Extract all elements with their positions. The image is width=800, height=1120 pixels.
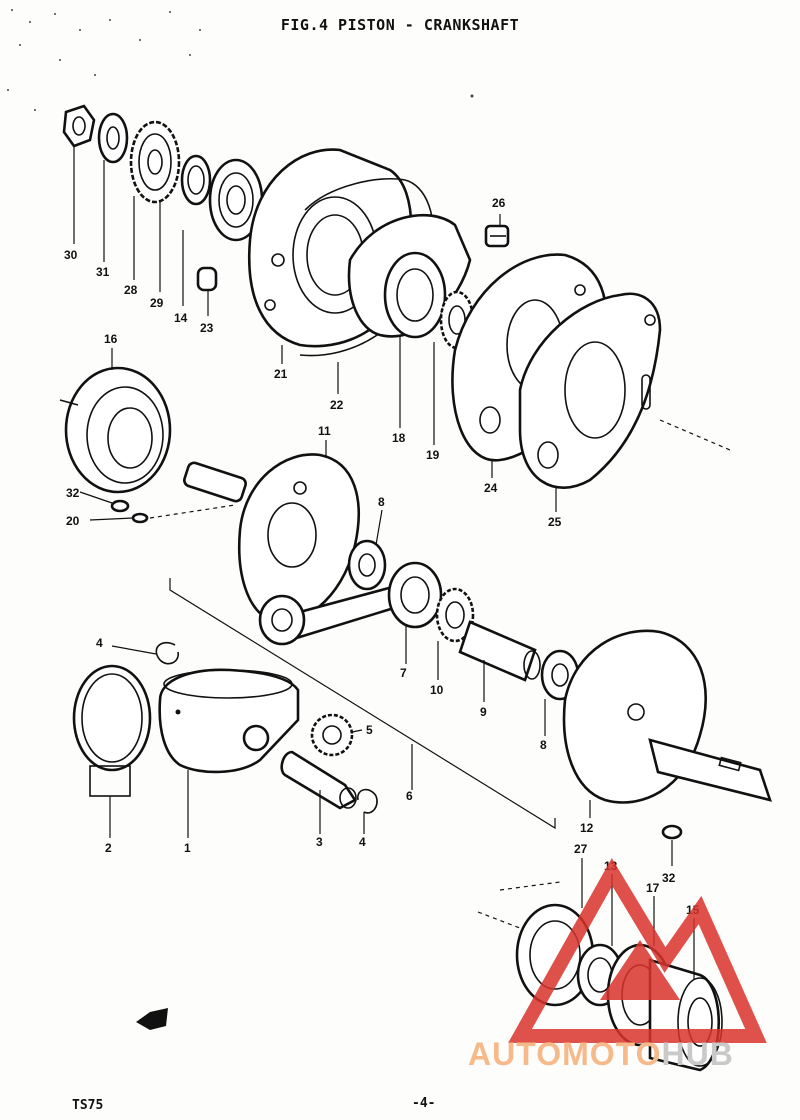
part-crank-pin-9 [458,620,541,682]
ref-1: 1 [184,841,191,855]
ref-31: 31 [96,265,110,279]
part-pin-23 [196,266,218,292]
ref-8-upper: 8 [378,495,385,509]
part-spacer-29 [180,154,212,206]
ref-4-lower: 4 [359,835,366,849]
ref-3: 3 [316,835,323,849]
part-washer-31 [97,112,129,164]
part-plate-25 [518,292,662,489]
part-piston-1 [158,668,300,774]
part-crank-half-11 [183,453,360,624]
part-con-rod-7 [258,561,443,646]
ref-30: 30 [64,248,78,262]
ref-14: 14 [174,311,188,325]
ref-4-upper: 4 [96,636,103,650]
part-piston-pin-3 [280,750,357,810]
ref-9: 9 [480,705,487,719]
ref-12: 12 [580,821,594,835]
part-crank-half-12 [562,629,772,804]
watermark-logo-icon [508,858,767,1043]
ref-5: 5 [366,723,373,737]
leader-lines [73,146,695,980]
watermark-word-automoto: AUTOMOTO [468,1036,662,1072]
part-key-32-upper [110,499,130,513]
ref-10: 10 [430,683,444,697]
part-circlip-4-lower [357,788,378,814]
ref-11: 11 [318,424,331,438]
part-oil-seal-16 [59,366,172,494]
part-gear-28 [129,120,181,204]
assembly-line-lower [477,881,561,931]
bracket-6 [169,578,556,830]
ref-6: 6 [406,789,413,803]
ref-22: 22 [330,398,344,412]
ref-17: 17 [646,881,660,895]
watermark-word-hub: HUB [661,1036,734,1072]
ref-26: 26 [492,196,506,210]
footer-model: TS75 [72,1098,104,1113]
ref-2: 2 [105,841,112,855]
part-circlip-4-upper [155,641,179,665]
ref-7: 7 [400,666,407,680]
part-bolt-26 [484,224,510,248]
ref-29: 29 [150,296,164,310]
ref-25: 25 [548,515,562,529]
ref-19: 19 [426,448,440,462]
ref-18: 18 [392,431,406,445]
part-nut-30 [62,104,96,148]
footer-page-number: -4- [412,1096,436,1111]
part-needle-bearing-5 [310,713,354,757]
part-thrust-washer-8-upper [347,539,387,591]
part-pin-20 [131,512,149,524]
watermark-text: AUTOMOTOHUB [468,1036,734,1073]
ref-24: 24 [484,481,498,495]
direction-arrow-icon [136,1008,168,1030]
ref-21: 21 [274,367,288,381]
part-needle-bearing-10 [435,587,475,643]
ref-8-lower: 8 [540,738,547,752]
part-piston-rings-2 [72,664,152,797]
part-key-32-lower [661,824,683,840]
ref-20: 20 [66,514,80,528]
assembly-line-20 [149,504,236,519]
ref-16: 16 [104,332,118,346]
ref-28: 28 [124,283,138,297]
ref-23: 23 [200,321,214,335]
reference-numbers: 30 31 28 29 14 23 21 22 18 19 26 24 25 1… [64,196,700,917]
ref-27: 27 [574,842,588,856]
figure-title: FIG.4 PISTON - CRANKSHAFT [280,16,520,34]
ref-32-lower: 32 [662,871,676,885]
part-bearing-18 [347,213,472,339]
assembly-line-upper-right [659,419,731,451]
ref-32-upper: 32 [66,486,80,500]
scan-noise [7,9,474,111]
